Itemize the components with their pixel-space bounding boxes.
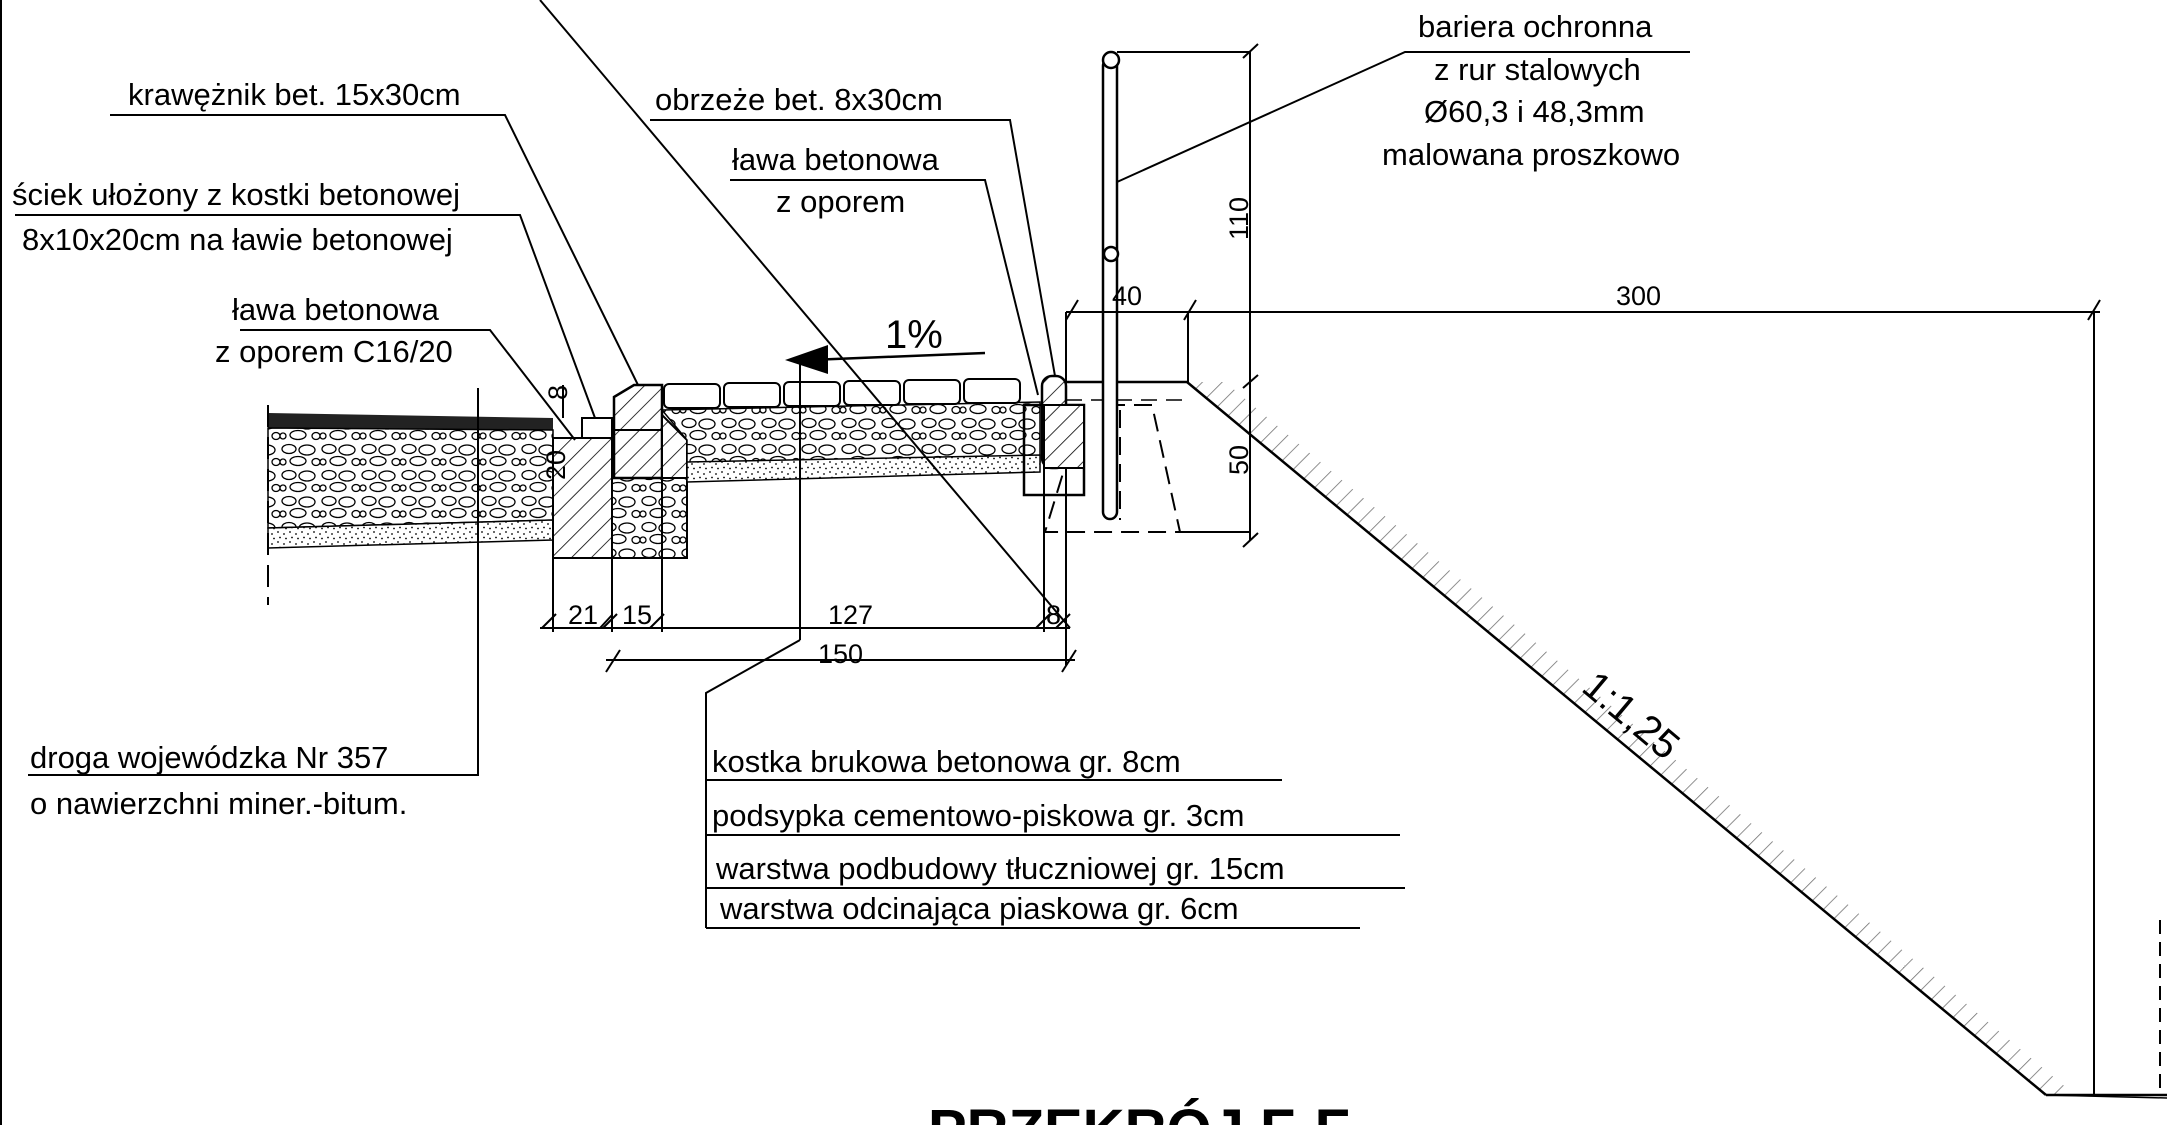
gutter-curb bbox=[552, 383, 688, 559]
edging-support bbox=[1043, 404, 1085, 469]
dim-21: 21 bbox=[568, 600, 598, 630]
barrier-rail-mid bbox=[1102, 245, 1120, 263]
barrier-rail-top bbox=[1101, 50, 1121, 70]
slope-arrow bbox=[785, 345, 986, 374]
label-sciek-line2: 8x10x20cm na ławie betonowej bbox=[22, 222, 453, 257]
label-lawa-mid-line2: z oporem bbox=[776, 184, 905, 219]
dim-40: 40 bbox=[1112, 281, 1142, 311]
curb bbox=[612, 383, 664, 480]
asphalt-layer bbox=[268, 413, 553, 430]
label-bariera-line1: bariera ochronna bbox=[1418, 9, 1653, 44]
label-sciek-line1: ściek ułożony z kostki betonowej bbox=[12, 177, 460, 212]
label-layer-4: warstwa odcinająca piaskowa gr. 6cm bbox=[719, 891, 1239, 926]
label-layer-1: kostka brukowa betonowa gr. 8cm bbox=[712, 744, 1181, 779]
dim-20: 20 bbox=[541, 450, 571, 480]
label-lawa-mid-line1: ława betonowa bbox=[732, 142, 940, 177]
label-krawleznik: krawężnik bet. 15x30cm bbox=[128, 77, 461, 112]
dimension-lines bbox=[539, 0, 2101, 1095]
label-droga-line2: o nawierzchni miner.-bitum. bbox=[30, 786, 407, 821]
sidewalk bbox=[660, 378, 1041, 483]
label-lawa-left-line1: ława betonowa bbox=[232, 292, 440, 327]
dim-50: 50 bbox=[1224, 445, 1254, 475]
curb-bench bbox=[611, 477, 688, 559]
shoulder-barrier bbox=[1043, 50, 1187, 533]
label-layer-3: warstwa podbudowy tłuczniowej gr. 15cm bbox=[715, 851, 1285, 886]
dim-8: 8 bbox=[1046, 600, 1061, 630]
gutter-paver bbox=[581, 417, 613, 439]
label-slope-percent: 1% bbox=[885, 313, 943, 357]
edging bbox=[1022, 374, 1086, 497]
embankment bbox=[1186, 381, 2167, 1099]
embankment-line bbox=[1186, 381, 2047, 1096]
leader-lines bbox=[15, 51, 1690, 929]
dim-300: 300 bbox=[1616, 281, 1661, 311]
label-bariera-line4: malowana proszkowo bbox=[1382, 137, 1680, 172]
dim-110: 110 bbox=[1224, 197, 1254, 240]
label-droga-line1: droga wojewódzka Nr 357 bbox=[30, 740, 388, 775]
dim-15: 15 bbox=[622, 600, 652, 630]
sidewalk-sand bbox=[686, 454, 1041, 483]
dim-150: 150 bbox=[818, 639, 863, 669]
dim-8-vertical: 8 bbox=[543, 385, 573, 400]
road-base-gravel bbox=[267, 427, 554, 529]
label-bariera-line2: z rur stalowych bbox=[1434, 52, 1641, 87]
label-lawa-left-line2: z oporem C16/20 bbox=[215, 334, 453, 369]
label-layer-2: podsypka cementowo-piskowa gr. 3cm bbox=[712, 798, 1244, 833]
road-section bbox=[267, 405, 554, 605]
label-bariera-line3: Ø60,3 i 48,3mm bbox=[1424, 94, 1645, 129]
embankment-hatch bbox=[1187, 382, 2075, 1095]
label-obrzeze: obrzeże bet. 8x30cm bbox=[655, 82, 943, 117]
dim-127: 127 bbox=[828, 600, 873, 630]
section-title: PRZEKRÓJ F-F bbox=[928, 1098, 1350, 1125]
